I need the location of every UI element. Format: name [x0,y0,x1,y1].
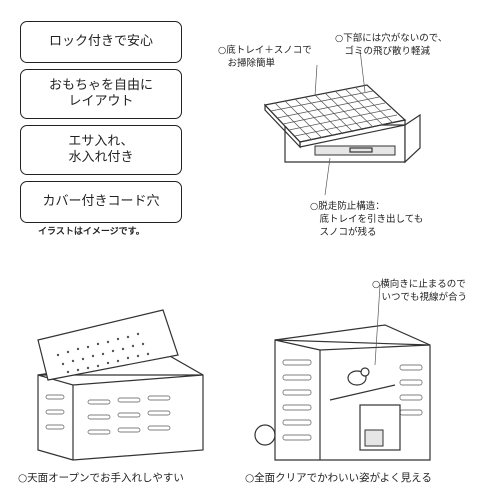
feature-cord-label: カバー付きコード穴 [42,194,160,209]
feature-feeder-box: エサ入れ、 水入れ付き [20,125,182,175]
feature-cord-box: カバー付きコード穴 [20,181,182,223]
callout-perch-eye-level: ○横向きに止まるので いつでも視線が合う [372,279,468,303]
feature-layout-label: おもちゃを自由に レイアウト [48,78,153,109]
feature-lock-box: ロック付きで安心 [20,21,182,63]
callout-anti-escape: ○脱走防止構造： 底トレイを引き出しても スノコが残る [310,201,424,238]
illustration-disclaimer: イラストはイメージです。 [38,227,145,237]
callout-no-holes-bottom: ○下部には穴がないので、 ゴミの飛び散り軽減 [335,33,448,57]
tray-illustration [263,49,421,196]
callout-tray-cleaning: ○底トレイ＋スノコで お掃除簡単 [218,45,312,69]
feature-layout-box: おもちゃを自由に レイアウト [20,69,182,119]
open-top-cage-illustration [37,309,204,461]
feature-feeder-label: エサ入れ、 水入れ付き [68,134,134,165]
feature-lock-label: ロック付きで安心 [48,34,153,49]
caption-front-clear: ○全面クリアでかわいい姿がよく見える [245,472,432,484]
clear-front-cage-illustration [254,284,431,461]
caption-top-open: ○天面オープンでお手入れしやすい [18,472,184,484]
